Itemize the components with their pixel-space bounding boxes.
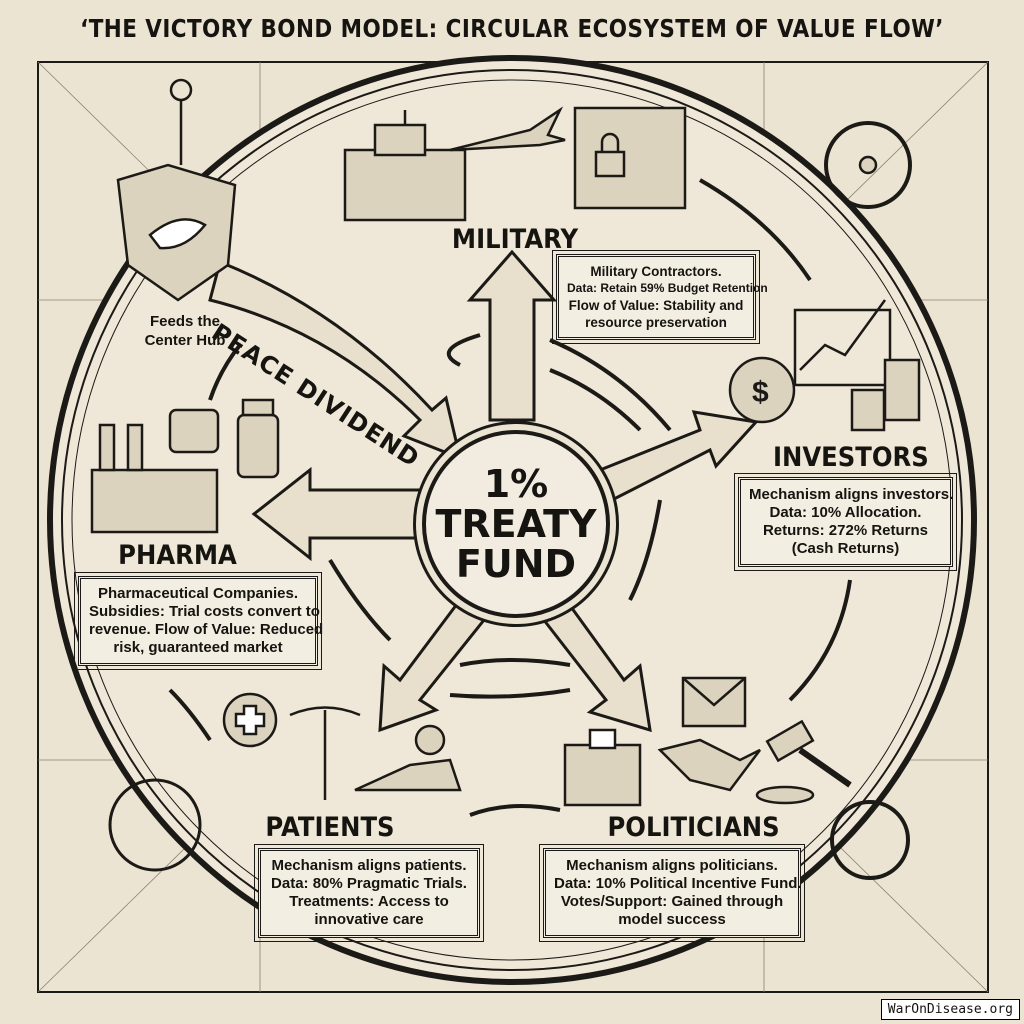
investors-line: (Cash Returns): [791, 540, 900, 557]
compass-icon: [108, 778, 202, 872]
shield-dove-icon: [116, 163, 237, 302]
patients-box: Mechanism aligns patients. Data: 80% Pra…: [254, 844, 484, 942]
medical-cross-icon: [222, 692, 278, 748]
investors-line: Mechanism aligns investors.: [749, 486, 954, 503]
pharma-box: Pharmaceutical Companies. Subsidies: Tri…: [74, 572, 324, 670]
feeds-hub-note: Feeds the Center Hub: [144, 313, 226, 349]
star-arrows: [251, 249, 759, 733]
arrow-military: [466, 249, 558, 422]
gavel-icon: [755, 719, 852, 805]
peace-dividend-banner: [208, 259, 463, 461]
military-line: Flow of Value: Stability and: [568, 298, 744, 313]
pharma-line: risk, guaranteed market: [113, 639, 283, 656]
safe-icon: [573, 106, 687, 210]
flow-arrows: [168, 178, 852, 817]
arrow-patients: [378, 598, 491, 733]
hub-line-2: TREATY: [435, 502, 597, 546]
military-label: MILITARY: [451, 224, 579, 255]
gear-icon-bottom-right: [830, 800, 910, 880]
pharma-label: PHARMA: [118, 540, 237, 571]
arrow-investors: [598, 410, 759, 503]
gear-icon: [824, 121, 912, 209]
military-line: resource preservation: [585, 315, 727, 330]
patients-line: Treatments: Access to: [289, 893, 449, 910]
fighter-jet-icon: [449, 106, 566, 152]
pharma-line: revenue. Flow of Value: Reduced: [89, 621, 324, 638]
military-box: Military Contractors. Data: Retain 59% B…: [552, 250, 768, 344]
patients-line: Mechanism aligns patients.: [271, 857, 467, 874]
envelope-icon: [681, 676, 747, 728]
pharma-line: Subsidies: Trial costs convert to: [89, 603, 320, 620]
ballot-box-icon: [563, 728, 642, 807]
politicians-line: model success: [618, 911, 726, 928]
politicians-line: Votes/Support: Gained through: [560, 893, 784, 910]
pills-icon: [168, 408, 220, 454]
doctor-patient-icon: [354, 724, 462, 792]
handshake-icon: [657, 738, 761, 792]
arrow-politicians: [537, 598, 652, 733]
military-line: Data: Retain 59% Budget Retention: [567, 281, 768, 295]
politicians-box: Mechanism aligns politicians. Data: 10% …: [539, 844, 805, 942]
hub-line-3: FUND: [455, 542, 577, 586]
hub-line-1: 1%: [483, 462, 549, 506]
patients-label: PATIENTS: [265, 812, 395, 843]
coin-stack-icon: [850, 358, 921, 432]
arrow-pharma: [251, 466, 422, 562]
money-chart-icon: [793, 299, 892, 387]
investors-line: Returns: 272% Returns: [762, 522, 929, 539]
pharma-line: Pharmaceutical Companies.: [97, 585, 299, 602]
caduceus-icon: [289, 706, 361, 800]
castle-icon: [343, 110, 467, 222]
patients-line: Data: 80% Pragmatic Trials.: [271, 875, 467, 892]
factory-icon: [90, 423, 219, 534]
investors-label: INVESTORS: [773, 442, 929, 473]
politicians-label: POLITICIANS: [607, 812, 780, 843]
military-line: Military Contractors.: [590, 264, 722, 279]
svg-text:$: $: [752, 376, 769, 409]
anchor-icon: [169, 78, 193, 165]
treaty-fund-hub: 1% TREATY FUND: [422, 430, 610, 618]
watermark[interactable]: WarOnDisease.org: [880, 999, 1020, 1020]
politicians-line: Data: 10% Political Incentive Fund.: [554, 875, 802, 892]
page-title: ‘THE VICTORY BOND MODEL: CIRCULAR ECOSYS…: [80, 14, 944, 43]
money-bag-icon: $: [728, 356, 796, 424]
patients-line: innovative care: [314, 911, 424, 928]
medicine-bottle-icon: [236, 398, 280, 479]
investors-box: Mechanism aligns investors. Data: 10% Al…: [734, 473, 957, 571]
politicians-line: Mechanism aligns politicians.: [566, 857, 778, 874]
investors-line: Data: 10% Allocation.: [769, 504, 922, 521]
